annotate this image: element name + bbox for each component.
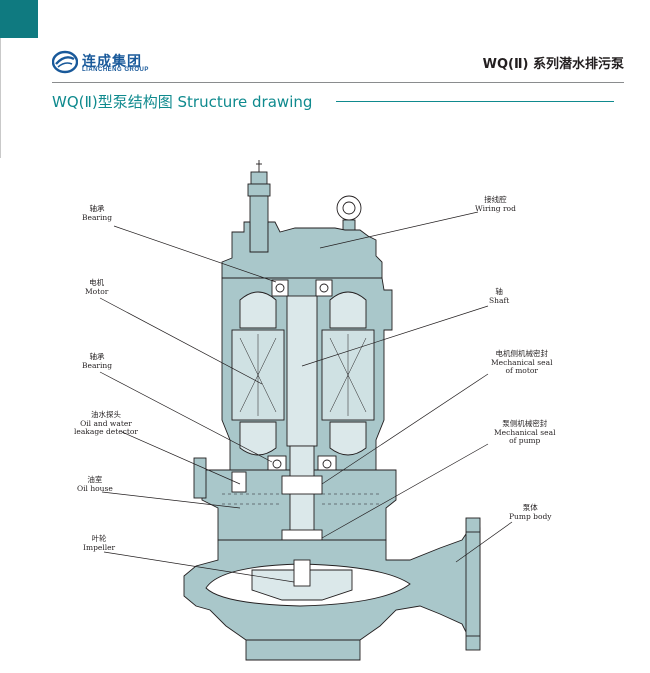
brand-name-cn: 连成集团 (82, 54, 142, 70)
label-cn: 油室 (87, 475, 103, 484)
brand-name-en: LIANCHENG GROUP (82, 67, 149, 73)
label-en: leakage detector (74, 427, 138, 436)
label-shaft: 轴 Shaft (489, 287, 510, 305)
lifting-eye (336, 195, 362, 231)
rotor-shaft-upper (286, 295, 318, 447)
label-en: of motor (505, 366, 538, 375)
label-en: Motor (85, 286, 109, 296)
label-en: Mechanical seal (491, 357, 553, 367)
label-cn: 接线腔 (484, 195, 507, 204)
label-en: of pump (509, 436, 541, 445)
label-wiring-rod: 接线腔 Wiring rod (475, 195, 516, 213)
label-cn: 泵侧机械密封 (502, 419, 548, 428)
label-en: Bearing (82, 360, 113, 370)
label-cn: 油水探头 (90, 410, 121, 419)
label-impeller: 叶轮 Impeller (83, 534, 116, 552)
label-cn: 叶轮 (91, 534, 107, 543)
end-winding-upper (239, 291, 367, 329)
lower-bearing (267, 455, 337, 473)
label-cn: 泵体 (522, 503, 538, 512)
label-cn: 电机侧机械密封 (495, 349, 548, 358)
label-en: Impeller (83, 542, 116, 552)
impeller-nut (293, 559, 311, 587)
label-motor: 电机 Motor (85, 278, 109, 296)
label-en: Wiring rod (475, 203, 516, 213)
cable-gland (247, 160, 271, 253)
left-edge-rule (0, 38, 1, 158)
outlet-flange (465, 517, 481, 651)
label-en: Mechanical seal (494, 427, 556, 437)
label-oil-house: 油室 Oil house (77, 475, 113, 493)
label-en: Oil house (77, 483, 113, 493)
label-cn: 轴承 (89, 352, 105, 361)
label-cn: 电机 (89, 278, 105, 287)
corner-accent-bar (0, 0, 38, 38)
label-cn: 轴 (495, 287, 503, 296)
label-pump-body: 泵体 Pump body (509, 503, 552, 521)
mech-seal-motor-part (281, 475, 323, 495)
oil-level-dashes (222, 493, 382, 505)
label-en: Shaft (489, 295, 510, 305)
label-cn: 轴承 (89, 204, 105, 213)
section-title: WQ(Ⅱ)型泵结构图 Structure drawing (52, 93, 313, 111)
section-title-rule (336, 101, 614, 102)
label-mech-seal-pump: 泵侧机械密封 Mechanical seal of pump (494, 419, 556, 446)
label-en: Oil and water (80, 418, 132, 428)
suction-inlet (245, 639, 361, 661)
upper-bearing (271, 279, 333, 297)
end-winding-lower (239, 421, 367, 456)
label-en: Pump body (509, 511, 552, 521)
top-cover (221, 221, 383, 279)
brand-mark-icon (52, 50, 78, 74)
label-bearing-top: 轴承 Bearing (82, 204, 113, 222)
series-title: WQ(Ⅱ) 系列潜水排污泵 (482, 57, 624, 72)
stator-windings (239, 334, 367, 416)
label-oil-water-detector: 油水探头 Oil and water leakage detector (74, 410, 138, 437)
page-header: 连成集团 LIANCHENG GROUP WQ(Ⅱ) 系列潜水排污泵 (38, 0, 650, 90)
label-bearing-mid: 轴承 Bearing (82, 352, 113, 370)
header-divider (52, 82, 624, 83)
label-en: Bearing (82, 212, 113, 222)
leader-lines (99, 211, 513, 583)
brand-logo: 连成集团 LIANCHENG GROUP (52, 50, 172, 76)
label-mech-seal-motor: 电机侧机械密封 Mechanical seal of motor (491, 349, 553, 376)
